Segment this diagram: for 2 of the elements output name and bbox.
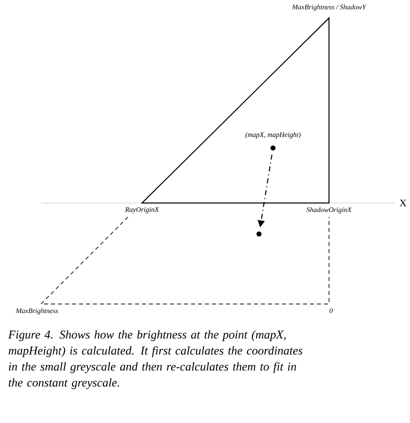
axis-label: X (400, 200, 406, 206)
caption: Figure 4. Shows how the brightness at the point (mapX, mapHeight) is calculated. It first calculates the coordinates in the small greyscale and then re-calculates them to fit in the constant greyscale. (8, 330, 302, 390)
